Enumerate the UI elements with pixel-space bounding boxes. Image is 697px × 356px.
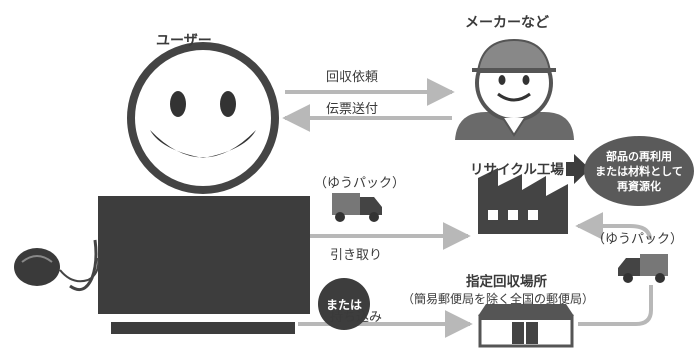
- user-computer-icon: [98, 42, 310, 334]
- recycle-factory-label: リサイクル工場: [470, 162, 564, 178]
- mouse-icon: [14, 239, 100, 292]
- reuse-arrow: [566, 154, 590, 184]
- reuse-line-2: または材料として: [595, 164, 683, 178]
- reuse-line-3: 再資源化: [617, 179, 661, 193]
- maker-label: メーカーなど: [465, 15, 549, 31]
- truck-icon-right: [618, 254, 668, 283]
- pickup-label: 引き取り: [330, 248, 383, 263]
- post-office-subtitle: （簡易郵便局を除く全国の郵便局）: [402, 292, 595, 306]
- yupack-left-label: （ゆうパック）: [314, 176, 406, 191]
- yupack-right-label: （ゆうパック）: [592, 232, 684, 247]
- reuse-oval: 部品の再利用 または材料として 再資源化: [584, 136, 694, 206]
- maker-person-icon: [455, 38, 574, 140]
- post-office-icon: [478, 304, 574, 348]
- truck-icon: [332, 193, 382, 222]
- post-office-title: 指定回収場所: [466, 274, 547, 290]
- dropoff-label: 持ち込み: [330, 310, 383, 325]
- slip-label: 伝票送付: [326, 102, 379, 117]
- user-label: ユーザー: [156, 33, 212, 49]
- factory-icon: [478, 168, 568, 234]
- reuse-line-1: 部品の再利用: [606, 149, 672, 163]
- request-label: 回収依頼: [326, 70, 379, 85]
- or-badge: または: [318, 278, 370, 330]
